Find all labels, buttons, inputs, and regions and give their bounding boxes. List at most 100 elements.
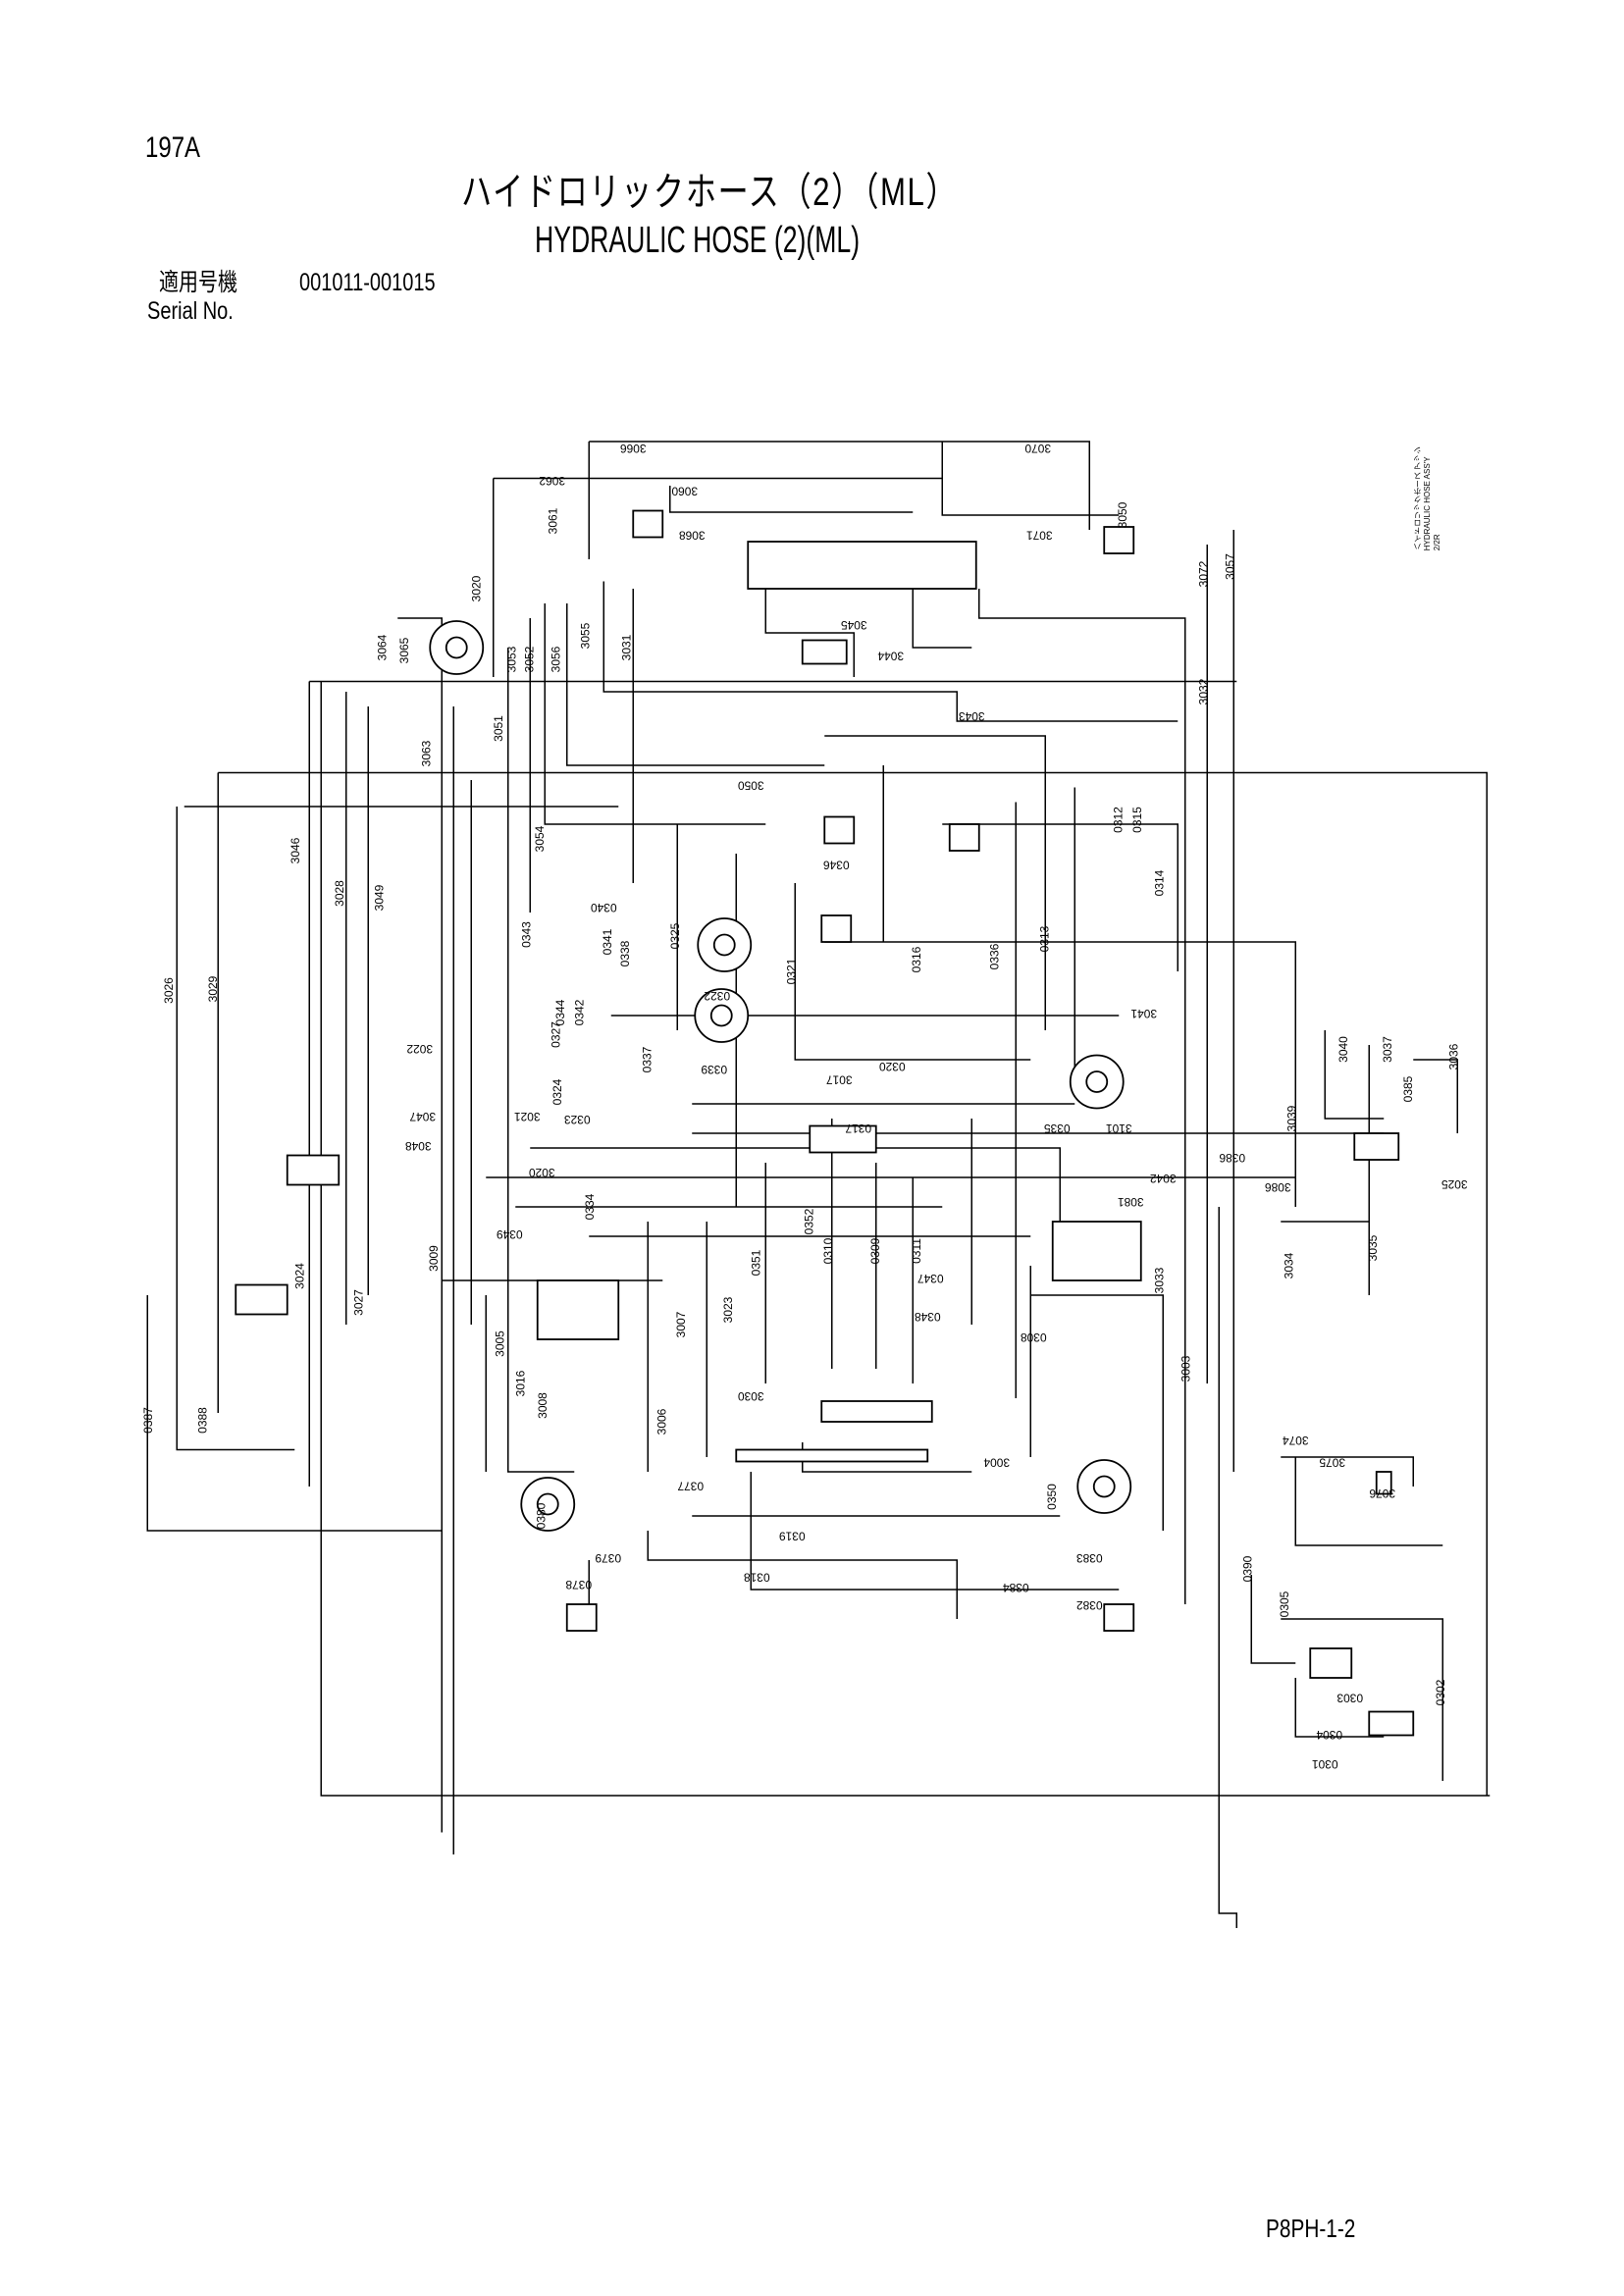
part-number-label: 0327: [549, 1021, 562, 1048]
part-number-label: 3033: [1152, 1267, 1166, 1293]
part-number-label: 3063: [419, 740, 433, 766]
pump-hub: [536, 1492, 559, 1516]
part-number-label: 3021: [514, 1110, 541, 1123]
page-number: 197A: [145, 131, 201, 164]
part-number-label: 3043: [959, 709, 985, 723]
title-japanese: ハイドロリックホース（2）（ML）: [461, 171, 959, 214]
part-number-label: 3008: [536, 1392, 550, 1419]
serial-label-english: Serial No.: [147, 297, 234, 325]
hose-line: [589, 441, 1090, 530]
hose-line: [1281, 1618, 1443, 1781]
hose-line: [397, 617, 443, 1833]
valve: [820, 914, 853, 943]
part-number-label: 0378: [565, 1578, 592, 1592]
hose-line: [978, 589, 1186, 1604]
part-number-label: 3050: [1116, 501, 1129, 528]
part-number-label: 3076: [1369, 1487, 1395, 1500]
part-number-label: 3025: [1441, 1177, 1468, 1191]
hose-line: [942, 823, 1179, 971]
valve: [632, 509, 664, 539]
serial-range: 001011-001015: [299, 269, 436, 296]
part-number-label: 0312: [1111, 807, 1125, 833]
part-number-label: 3022: [406, 1042, 433, 1056]
part-number-label: 3035: [1366, 1234, 1380, 1261]
hose-line: [941, 442, 1120, 516]
valve: [948, 823, 980, 852]
part-number-label: 0350: [1045, 1484, 1059, 1510]
hose-line: [1281, 1456, 1414, 1487]
valve-block: [809, 1124, 877, 1154]
part-number-label: 0322: [704, 989, 730, 1003]
hose-line: [218, 771, 1488, 1796]
pump-hub: [712, 933, 736, 957]
part-number-label: 3075: [1319, 1456, 1345, 1470]
part-number-label: 3026: [162, 977, 176, 1004]
part-number-label: 0334: [583, 1193, 597, 1220]
valve: [823, 815, 856, 845]
part-number-label: 0379: [595, 1551, 621, 1565]
pump-hub: [1085, 1070, 1109, 1093]
part-number-label: 3041: [1130, 1007, 1157, 1020]
part-number-label: 0310: [821, 1237, 835, 1264]
part-number-label: 0335: [1044, 1122, 1071, 1135]
part-number-label: 3037: [1381, 1036, 1394, 1063]
part-number-label: 0340: [591, 901, 617, 914]
part-number-label: 0337: [640, 1046, 654, 1072]
part-number-label: 3052: [522, 646, 536, 672]
part-number-label: 3101: [1106, 1122, 1132, 1135]
part-number-label: 0319: [779, 1529, 806, 1542]
hose-line: [1413, 1059, 1458, 1133]
part-number-label: 0383: [1076, 1551, 1103, 1565]
part-number-label: 0321: [784, 958, 798, 984]
part-number-label: 3065: [397, 637, 411, 663]
hose-line: [1294, 1678, 1385, 1738]
hose-line: [507, 648, 575, 1473]
part-number-label: 3056: [549, 646, 562, 672]
part-number-label: 3030: [738, 1389, 764, 1403]
part-number-label: 3036: [1446, 1043, 1460, 1070]
part-number-label: 0311: [910, 1238, 923, 1264]
part-number-label: 0385: [1401, 1075, 1415, 1102]
part-number-label: 3061: [546, 507, 559, 534]
part-number-label: 0380: [534, 1502, 548, 1529]
hose-line: [912, 589, 972, 649]
document-code: P8PH-1-2: [1266, 2214, 1356, 2243]
hose-line: [669, 486, 914, 513]
filter-block: [801, 639, 848, 665]
part-number-label: 3055: [578, 622, 592, 649]
part-number-label: 3068: [679, 528, 706, 542]
manifold-rail: [735, 1448, 929, 1463]
part-number-label: 3051: [492, 715, 505, 742]
hose-line: [176, 807, 295, 1451]
part-number-label: 0301: [1312, 1757, 1338, 1771]
part-number-label: 3042: [1150, 1172, 1177, 1185]
valve: [1103, 526, 1135, 554]
part-number-label: 0382: [1076, 1598, 1103, 1612]
oil-cooler: [747, 541, 977, 590]
components: [235, 509, 1415, 1737]
hose-line: [794, 883, 1031, 1061]
pump-hub: [1092, 1475, 1116, 1498]
title-english: HYDRAULIC HOSE (2)(ML): [535, 220, 861, 261]
part-number-label: 0338: [618, 940, 632, 966]
part-number-label: 3031: [619, 634, 633, 660]
part-number-label: 0303: [1336, 1691, 1363, 1704]
part-number-label: 0324: [550, 1078, 564, 1105]
part-number-label: 3054: [533, 825, 547, 852]
hose-line: [824, 941, 1296, 1207]
part-number-label: 3070: [1024, 442, 1051, 455]
hose-line: [566, 603, 825, 766]
part-number-label: 0377: [677, 1480, 704, 1493]
part-number-label: 0348: [915, 1310, 941, 1324]
hose-line: [530, 1147, 1061, 1222]
hose-line: [1294, 1457, 1443, 1546]
part-number-label: 3003: [1179, 1355, 1192, 1382]
part-number-label: 0336: [987, 943, 1001, 969]
part-number-label: 0313: [1037, 925, 1051, 952]
part-number-label: 0386: [1219, 1151, 1245, 1165]
part-number-label: 3086: [1265, 1180, 1291, 1194]
part-number-label: 0341: [601, 928, 614, 955]
part-number-label: 3040: [1336, 1036, 1350, 1063]
part-number-label: 0314: [1152, 869, 1166, 896]
